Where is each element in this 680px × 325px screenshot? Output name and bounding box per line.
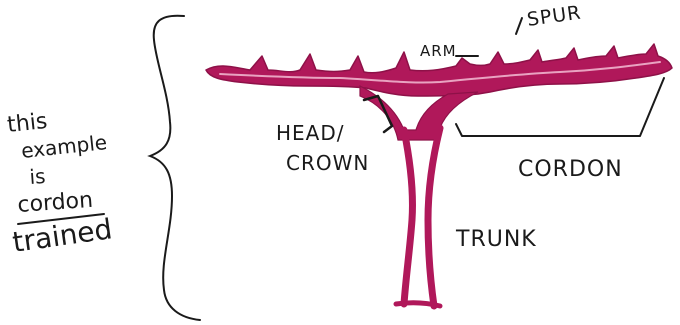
vine-trunk-base [396,303,440,306]
label-head-crown-line-2: CROWN [286,151,369,175]
side-note-line-4: cordon [17,188,94,218]
label-head-crown-line-1: HEAD/ [276,121,345,145]
vine-trunk-right [428,128,440,306]
label-trunk: TRUNK [455,227,537,252]
vine-trunk-left [404,130,413,304]
side-note-line-5: trained [10,212,114,259]
left-brace [150,16,200,320]
label-cordon: CORDON [518,157,623,182]
side-note-line-3: is [29,164,47,189]
label-spur: SPUR [526,2,583,31]
side-note-line-1: this [6,109,49,138]
spur-pointer [516,18,522,34]
label-arm: ARM [420,42,457,60]
